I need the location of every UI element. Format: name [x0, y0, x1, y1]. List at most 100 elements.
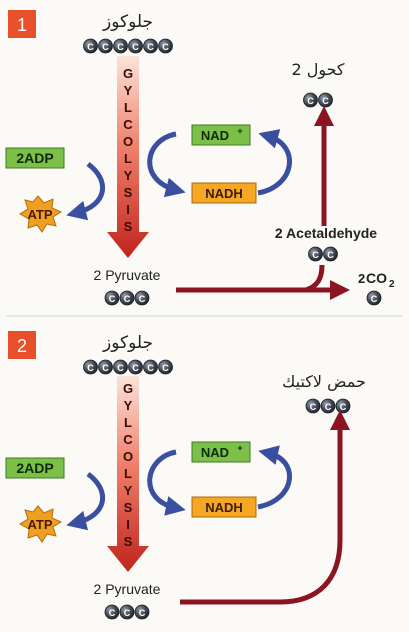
glycolysis-letter: S	[124, 185, 133, 200]
carbon-atom	[143, 359, 158, 375]
carbon-atom	[305, 398, 321, 414]
carbon-atom	[134, 604, 150, 620]
nad-superscript: +	[237, 126, 242, 136]
glycolysis-letter: O	[123, 134, 133, 149]
carbon-atom-label: C	[102, 363, 109, 373]
carbon-atom	[83, 359, 98, 375]
glycolysis-letter: Y	[124, 398, 133, 413]
panel-number-badge	[8, 331, 36, 359]
carbon-atom	[308, 246, 323, 262]
carbon-atom-label: C	[132, 42, 139, 52]
carbon-atom-label: C	[371, 294, 378, 304]
carbon-atom	[143, 38, 158, 54]
adp-to-atp-arrow	[66, 471, 105, 531]
nad-label: NAD	[201, 445, 229, 460]
nadh-to-nad-arrow	[257, 445, 292, 510]
carbon-atom	[119, 290, 135, 306]
atp-star	[19, 195, 63, 233]
nadh-box	[191, 496, 257, 518]
carbon-atom	[119, 604, 135, 620]
adp-box	[5, 457, 65, 479]
carbon-atom-label: C	[325, 402, 332, 412]
carbon-atom	[366, 290, 382, 306]
carbon-atom-label: C	[109, 294, 116, 304]
carbon-atom-label: C	[327, 250, 334, 260]
atp-label: ATP	[27, 517, 52, 532]
carbon-atom	[113, 38, 128, 54]
glycolysis-letter: C	[123, 432, 133, 447]
glycolysis-letter: L	[124, 151, 132, 166]
product-label: حمض لاكتيك	[282, 372, 366, 392]
carbon-atom-label: C	[139, 608, 146, 618]
glycolysis-letter: I	[126, 517, 130, 532]
glycolysis-letter: C	[123, 117, 133, 132]
glycolysis-letter: S	[124, 500, 133, 515]
carbon-atom-label: C	[162, 363, 169, 373]
nad-to-nadh-arrow	[147, 131, 186, 198]
nad-box	[191, 441, 251, 463]
adp-to-atp-arrow	[66, 161, 105, 221]
glycolysis-letter: O	[123, 449, 133, 464]
carbon-atom	[83, 38, 98, 54]
carbon-atom	[320, 398, 336, 414]
carbon-atom-label: C	[102, 42, 109, 52]
co2-label: CO	[366, 270, 387, 286]
nad-box	[191, 124, 251, 146]
panel-number-badge	[8, 10, 36, 38]
nadh-box	[191, 182, 257, 204]
carbon-atom-label: C	[124, 294, 131, 304]
glucose-label: جلوكوز	[102, 12, 153, 32]
co2-prefix: 2	[358, 271, 365, 286]
carbon-atom	[128, 359, 143, 375]
carbon-atom-label: C	[162, 42, 169, 52]
glycolysis-letter: Y	[124, 83, 133, 98]
carbon-atom	[104, 290, 120, 306]
carbon-atom	[98, 359, 113, 375]
co2-molecule: C	[366, 290, 382, 306]
glucose-label: جلوكوز	[102, 333, 153, 353]
glycolysis-letter: S	[124, 219, 133, 234]
adp-label: 2ADP	[16, 460, 53, 476]
carbon-atom	[134, 290, 150, 306]
pyruvate-to-lactic-acid-arrow	[180, 410, 350, 605]
nadh-label: NADH	[205, 500, 243, 515]
adp-label: 2ADP	[16, 150, 53, 166]
carbon-atom-label: C	[124, 608, 131, 618]
glycolysis-letter: S	[124, 534, 133, 549]
pyruvate-label: 2 Pyruvate	[94, 581, 161, 597]
carbon-atom-label: C	[310, 402, 317, 412]
nadh-label: NADH	[205, 186, 243, 201]
glycolysis-letter: L	[124, 100, 132, 115]
carbon-atom-label: C	[109, 608, 116, 618]
acetaldehyde-label: 2 Acetaldehyde	[275, 225, 377, 241]
carbon-atom-label: C	[87, 42, 94, 52]
carbon-atom-label: C	[147, 363, 154, 373]
glycolysis-letter: G	[123, 381, 133, 396]
glycolysis-letter: Y	[124, 168, 133, 183]
acetaldehyde-branch	[305, 264, 325, 293]
carbon-atom-label: C	[132, 363, 139, 373]
glycolysis-letter: Y	[124, 483, 133, 498]
adp-box	[5, 147, 65, 169]
carbon-atom-label: C	[117, 42, 124, 52]
nad-superscript: +	[237, 443, 242, 453]
glycolysis-arrow	[107, 56, 149, 258]
panel-number: 1	[17, 15, 27, 35]
pyruvate-label: 2 Pyruvate	[94, 267, 161, 283]
co2-subscript: 2	[389, 279, 395, 290]
carbon-atom	[303, 92, 318, 108]
carbon-atom-label: C	[147, 42, 154, 52]
glycolysis-letter: I	[126, 202, 130, 217]
carbon-atom	[104, 604, 120, 620]
glycolysis-letter: L	[124, 466, 132, 481]
